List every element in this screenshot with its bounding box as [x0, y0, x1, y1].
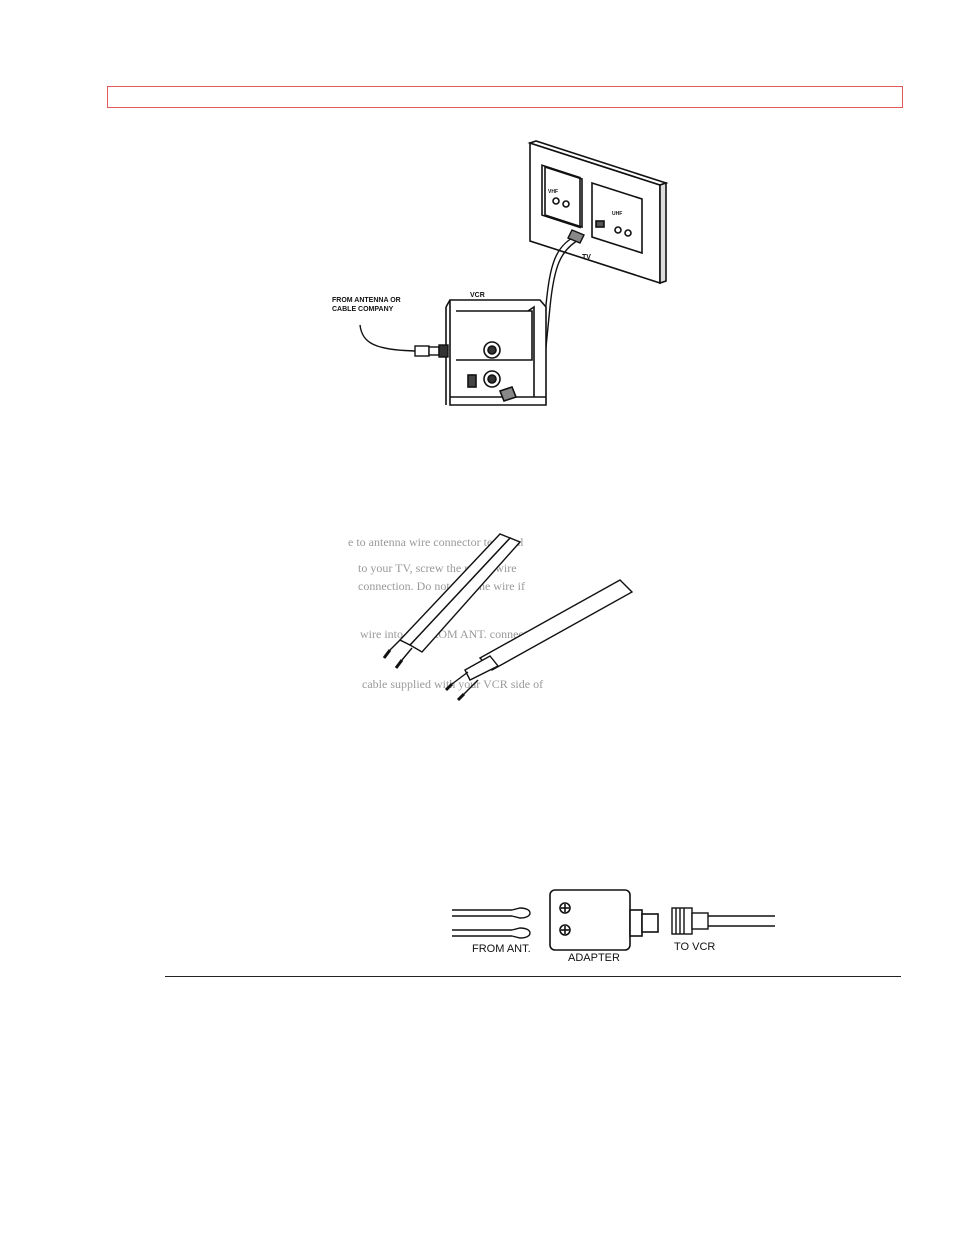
to-vcr-label: TO VCR	[674, 941, 715, 953]
antenna-cable	[359, 324, 449, 358]
tv-label: TV	[582, 254, 591, 261]
vcr-body	[445, 299, 547, 406]
round-wire-pair	[382, 533, 522, 669]
adapter-body	[549, 889, 659, 951]
page-header-box	[107, 86, 903, 108]
vcr-tv-connection-diagram: VHF UHF TV VCR FR	[320, 135, 670, 410]
antenna-label-line1: FROM ANTENNA OR	[332, 297, 401, 304]
flat-twin-lead	[444, 579, 634, 702]
vcr-label: VCR	[470, 292, 485, 299]
tv-back-panel	[527, 140, 669, 285]
twin-lead-wire-illustration: e to antenna wire connector terminal to …	[340, 530, 660, 705]
antenna-wire-with-spade-lugs	[452, 907, 531, 939]
vhf-label-left: VHF	[548, 189, 558, 195]
svg-text:connection. Do not take the wi: connection. Do not take the wire if	[358, 579, 525, 593]
vcr-cable-connector	[671, 907, 775, 935]
adapter-diagram: FROM ANT. ADAPTER TO VCR	[450, 880, 780, 965]
section-divider	[165, 976, 901, 977]
from-ant-label: FROM ANT.	[472, 943, 531, 955]
adapter-label: ADAPTER	[568, 952, 620, 964]
antenna-label-line2: CABLE COMPANY	[332, 306, 394, 313]
uhf-label: UHF	[612, 211, 622, 217]
svg-text:e to antenna wire connector te: e to antenna wire connector terminal	[348, 535, 524, 549]
